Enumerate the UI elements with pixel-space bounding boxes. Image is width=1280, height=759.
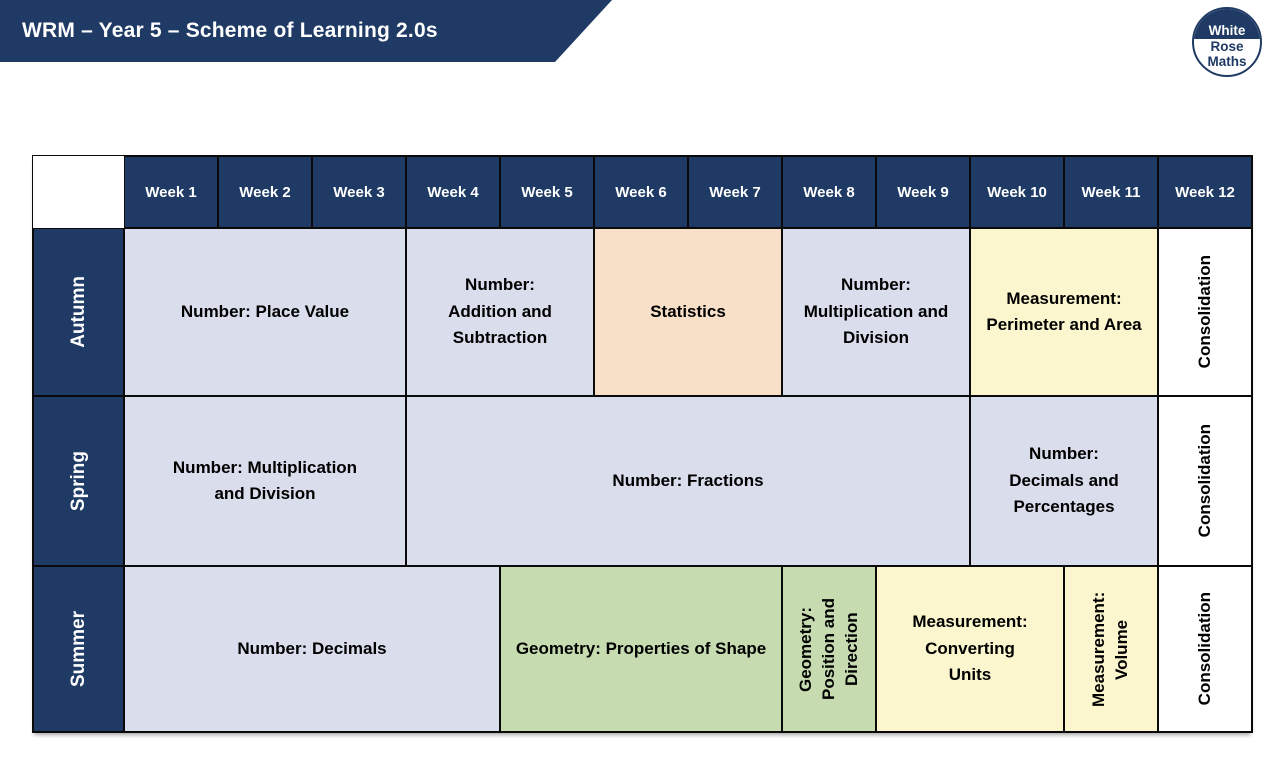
week-header-2: Week 2 — [218, 156, 312, 228]
week-header-3: Week 3 — [312, 156, 406, 228]
block-number-fractions: Number: Fractions — [406, 396, 970, 566]
block-label: Statistics — [650, 301, 726, 321]
week-header-10: Week 10 — [970, 156, 1064, 228]
block-label: Number: Place Value — [180, 301, 350, 321]
logo-text-white: White — [1208, 23, 1246, 39]
block-number-addition-and-subtraction: Number: Addition and Subtraction — [406, 228, 594, 396]
block-label: Consolidation — [1194, 592, 1214, 706]
block-number-multiplication-and-division-autumn: Number: Multiplication and Division — [782, 228, 970, 396]
season-label: Summer — [67, 610, 89, 688]
week-header-11: Week 11 — [1064, 156, 1158, 228]
week-header-label: Week 1 — [145, 183, 197, 201]
block-measurement-volume: Measurement: Volume — [1064, 566, 1158, 732]
week-header-label: Week 8 — [803, 183, 855, 201]
week-header-1: Week 1 — [124, 156, 218, 228]
block-statistics: Statistics — [594, 228, 782, 396]
week-header-label: Week 3 — [333, 183, 385, 201]
block-consolidation-spring: Consolidation — [1158, 396, 1252, 566]
logo-bottom-half: Rose Maths — [1194, 39, 1260, 70]
row-header-spring: Spring — [33, 396, 124, 566]
scheme-of-learning-table: Week 1 Week 2 Week 3 Week 4 Week 5 Week … — [32, 155, 1253, 733]
week-header-12: Week 12 — [1158, 156, 1252, 228]
block-label: Consolidation — [1194, 424, 1214, 538]
block-label: Number: Multiplication and Division — [803, 275, 949, 348]
row-header-summer: Summer — [33, 566, 124, 732]
week-header-7: Week 7 — [688, 156, 782, 228]
block-geometry-position-and-direction: Geometry: Position and Direction — [782, 566, 876, 732]
week-header-label: Week 7 — [709, 183, 761, 201]
block-number-place-value: Number: Place Value — [124, 228, 406, 396]
white-rose-maths-logo: White Rose Maths — [1192, 7, 1262, 77]
corner-spacer — [33, 156, 124, 228]
week-header-4: Week 4 — [406, 156, 500, 228]
block-consolidation-summer: Consolidation — [1158, 566, 1252, 732]
block-label: Measurement: Converting Units — [912, 612, 1028, 685]
week-header-label: Week 9 — [897, 183, 949, 201]
block-measurement-converting-units: Measurement: Converting Units — [876, 566, 1064, 732]
title-banner: WRM – Year 5 – Scheme of Learning 2.0s — [0, 0, 612, 62]
block-label: Number: Decimals — [237, 638, 387, 658]
week-header-label: Week 5 — [521, 183, 573, 201]
week-header-label: Week 12 — [1175, 183, 1235, 201]
row-header-autumn: Autumn — [33, 228, 124, 396]
block-label: Consolidation — [1194, 255, 1214, 369]
week-header-6: Week 6 — [594, 156, 688, 228]
season-label: Autumn — [67, 276, 89, 348]
logo-top-half: White — [1194, 9, 1260, 40]
block-label: Geometry: Position and Direction — [795, 598, 861, 700]
block-label: Number: Multiplication and Division — [172, 457, 358, 503]
week-header-5: Week 5 — [500, 156, 594, 228]
block-label: Measurement: Volume — [1089, 591, 1131, 707]
block-label: Number: Decimals and Percentages — [1009, 444, 1119, 517]
week-header-label: Week 11 — [1081, 183, 1141, 201]
week-header-label: Week 10 — [987, 183, 1047, 201]
block-label: Measurement: Perimeter and Area — [986, 288, 1142, 334]
block-label: Number: Fractions — [612, 470, 764, 490]
week-header-8: Week 8 — [782, 156, 876, 228]
block-number-decimals-and-percentages: Number: Decimals and Percentages — [970, 396, 1158, 566]
block-number-decimals: Number: Decimals — [124, 566, 500, 732]
block-geometry-properties-of-shape: Geometry: Properties of Shape — [500, 566, 782, 732]
block-measurement-perimeter-and-area: Measurement: Perimeter and Area — [970, 228, 1158, 396]
week-header-9: Week 9 — [876, 156, 970, 228]
logo-text-maths: Maths — [1207, 53, 1247, 69]
page-title: WRM – Year 5 – Scheme of Learning 2.0s — [22, 19, 438, 42]
block-label: Geometry: Properties of Shape — [515, 638, 767, 658]
block-number-multiplication-and-division-spring: Number: Multiplication and Division — [124, 396, 406, 566]
week-header-label: Week 6 — [615, 183, 667, 201]
week-header-label: Week 4 — [427, 183, 479, 201]
week-header-label: Week 2 — [239, 183, 291, 201]
block-consolidation-autumn: Consolidation — [1158, 228, 1252, 396]
logo-text-rose: Rose — [1210, 39, 1244, 55]
season-label: Spring — [67, 450, 89, 512]
block-label: Number: Addition and Subtraction — [448, 275, 552, 348]
